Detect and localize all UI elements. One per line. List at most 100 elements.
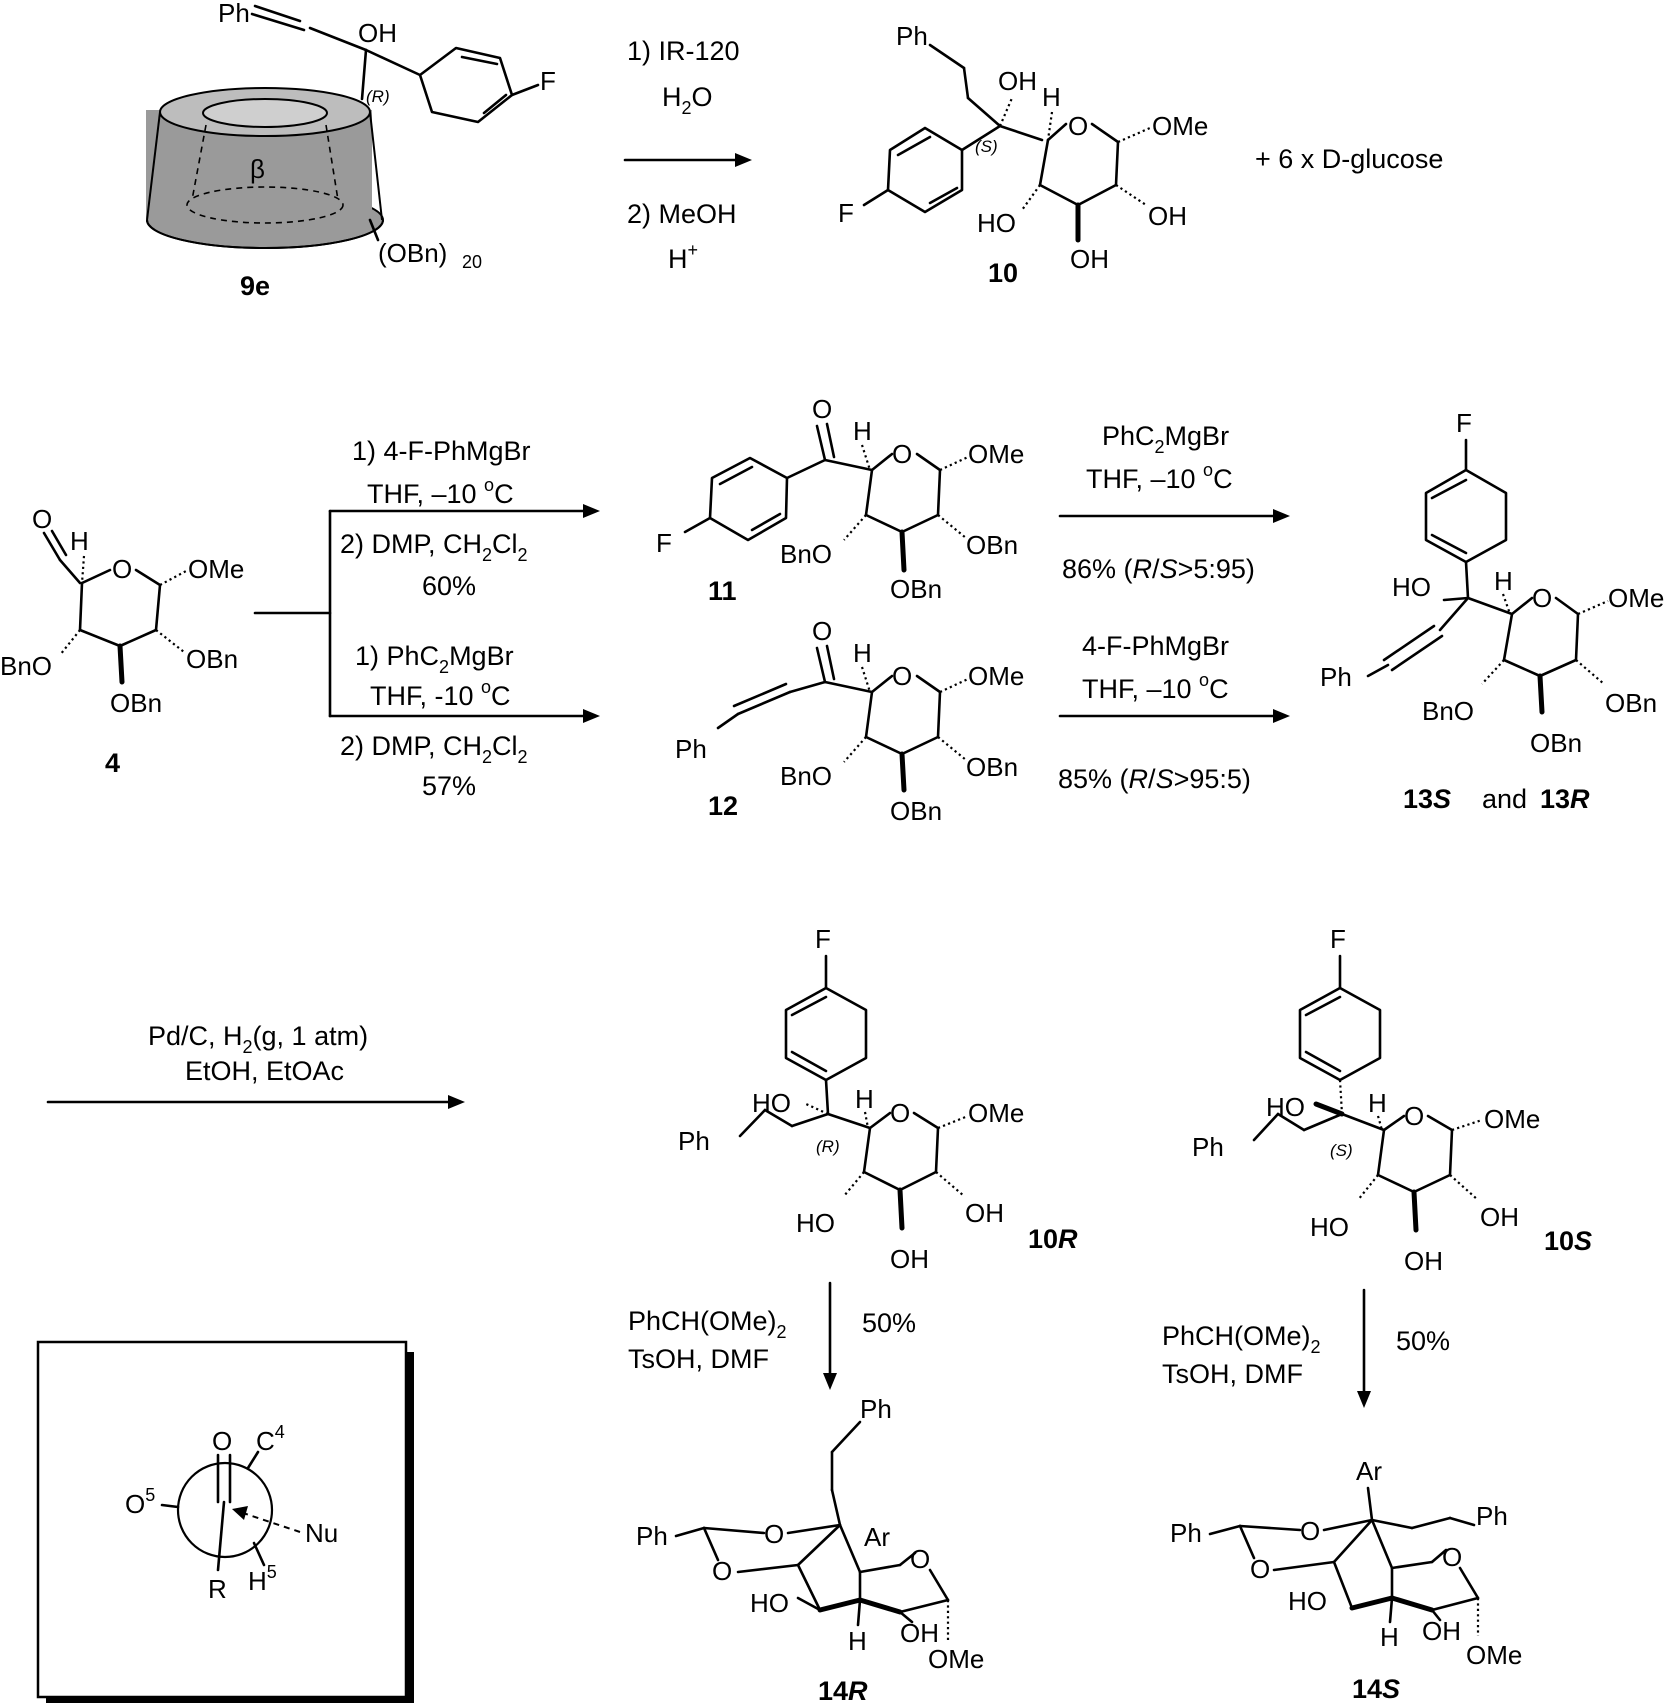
svg-text:OBn: OBn	[966, 530, 1018, 560]
svg-text:H: H	[855, 1084, 874, 1114]
svg-text:and: and	[1482, 784, 1527, 814]
svg-text:H: H	[1042, 82, 1061, 112]
svg-text:OH: OH	[358, 18, 397, 48]
svg-text:OH: OH	[965, 1198, 1004, 1228]
svg-text:O: O	[890, 1098, 910, 1128]
compound-10R: F HO (R) Ph H O OMe HO OH OH 10R	[678, 924, 1078, 1274]
svg-text:O: O	[910, 1544, 930, 1574]
svg-text:PhCH(OMe)2: PhCH(OMe)2	[1162, 1321, 1321, 1357]
compound-4: O H O OMe BnO OBn OBn 4	[0, 504, 244, 778]
svg-text:O: O	[1532, 583, 1552, 613]
svg-text:OH: OH	[998, 66, 1037, 96]
svg-text:OBn: OBn	[186, 644, 238, 674]
svg-text:50%: 50%	[1396, 1326, 1450, 1356]
svg-text:HO: HO	[977, 208, 1016, 238]
svg-text:BnO: BnO	[780, 761, 832, 791]
svg-text:10S: 10S	[1544, 1226, 1592, 1256]
svg-text:H2O: H2O	[662, 82, 713, 118]
svg-text:(OBn): (OBn)	[378, 238, 447, 268]
svg-text:60%: 60%	[422, 571, 476, 601]
svg-text:O: O	[812, 394, 832, 424]
svg-text:2) MeOH: 2) MeOH	[627, 199, 737, 229]
svg-text:4-F-PhMgBr: 4-F-PhMgBr	[1082, 631, 1229, 661]
svg-text:OBn: OBn	[1530, 728, 1582, 758]
svg-text:OMe: OMe	[188, 554, 244, 584]
svg-text:1) IR-120: 1) IR-120	[627, 36, 740, 66]
svg-text:HO: HO	[1288, 1586, 1327, 1616]
svg-text:Ar: Ar	[864, 1522, 890, 1552]
svg-text:OBn: OBn	[110, 688, 162, 718]
svg-text:OMe: OMe	[1484, 1104, 1540, 1134]
svg-text:(S): (S)	[975, 137, 998, 156]
svg-text:OH: OH	[890, 1244, 929, 1274]
compound-label-12: 12	[708, 791, 738, 821]
svg-text:Ph: Ph	[1476, 1501, 1508, 1531]
svg-text:OBn: OBn	[890, 574, 942, 604]
svg-text:THF, –10 oC: THF, –10 oC	[367, 475, 514, 509]
svg-text:H: H	[853, 638, 872, 668]
svg-text:EtOH, EtOAc: EtOH, EtOAc	[185, 1056, 344, 1086]
compound-9e: β Ph OH (R) F (OBn) 20 9e	[146, 0, 556, 301]
svg-text:Pd/C, H2(g, 1 atm): Pd/C, H2(g, 1 atm)	[148, 1021, 368, 1057]
svg-text:BnO: BnO	[0, 651, 52, 681]
svg-text:THF, -10 oC: THF, -10 oC	[370, 677, 511, 711]
svg-text:(R): (R)	[816, 1137, 840, 1156]
svg-text:2) DMP, CH2Cl2: 2) DMP, CH2Cl2	[340, 529, 528, 565]
svg-text:OMe: OMe	[968, 439, 1024, 469]
svg-text:OMe: OMe	[968, 661, 1024, 691]
svg-text:O: O	[892, 661, 912, 691]
svg-text:OMe: OMe	[1466, 1640, 1522, 1670]
svg-text:H: H	[1368, 1088, 1387, 1118]
svg-text:O: O	[1404, 1101, 1424, 1131]
svg-text:Ph: Ph	[678, 1126, 710, 1156]
svg-text:14R: 14R	[818, 1676, 868, 1703]
svg-text:O: O	[1300, 1516, 1320, 1546]
svg-text:H: H	[1494, 566, 1513, 596]
svg-text:HO: HO	[1392, 572, 1431, 602]
svg-text:Ph: Ph	[218, 0, 250, 28]
svg-text:O: O	[892, 439, 912, 469]
acetalization-arrow-R: PhCH(OMe)2 TsOH, DMF 50%	[628, 1281, 916, 1390]
svg-text:H: H	[70, 526, 89, 556]
svg-text:O5: O5	[125, 1485, 155, 1519]
svg-text:H5: H5	[248, 1562, 277, 1596]
svg-text:O: O	[32, 504, 52, 534]
compound-label-4: 4	[105, 748, 120, 778]
svg-text:THF, –10 oC: THF, –10 oC	[1086, 460, 1233, 494]
svg-text:HO: HO	[796, 1208, 835, 1238]
compound-label-11: 11	[708, 576, 737, 606]
reaction-arrow-1: 1) IR-120 H2O 2) MeOH H+	[623, 36, 752, 274]
svg-text:TsOH, DMF: TsOH, DMF	[628, 1344, 769, 1374]
svg-text:OMe: OMe	[1608, 583, 1664, 613]
svg-text:OH: OH	[1070, 244, 1109, 274]
conditions-upper-right: PhC2MgBr THF, –10 oC 86% (R/S>5:95)	[1058, 421, 1290, 584]
svg-text:TsOH, DMF: TsOH, DMF	[1162, 1359, 1303, 1389]
svg-text:HO: HO	[1310, 1212, 1349, 1242]
svg-text:Ph: Ph	[1192, 1132, 1224, 1162]
svg-text:H: H	[853, 416, 872, 446]
svg-text:F: F	[838, 198, 854, 228]
svg-text:O: O	[1250, 1554, 1270, 1584]
svg-text:20: 20	[462, 252, 482, 272]
svg-text:OBn: OBn	[890, 796, 942, 826]
svg-text:1) 4-F-PhMgBr: 1) 4-F-PhMgBr	[352, 436, 531, 466]
branched-arrows	[253, 504, 600, 723]
svg-text:13S: 13S	[1403, 784, 1451, 814]
conditions-upper-left: 1) 4-F-PhMgBr THF, –10 oC 2) DMP, CH2Cl2…	[340, 436, 531, 601]
svg-text:Ph: Ph	[1170, 1518, 1202, 1548]
svg-text:86% (R/S>5:95): 86% (R/S>5:95)	[1062, 554, 1255, 584]
svg-text:BnO: BnO	[780, 539, 832, 569]
svg-text:OMe: OMe	[928, 1644, 984, 1674]
compound-10S: F HO (S) Ph H O OMe HO OH OH 10S	[1192, 924, 1592, 1276]
svg-text:Ph: Ph	[1320, 662, 1352, 692]
svg-text:O: O	[112, 554, 132, 584]
svg-text:13R: 13R	[1540, 784, 1590, 814]
compound-14R: Ph Ph O O Ar O HO H OH OMe 14R	[636, 1394, 984, 1703]
svg-text:O: O	[812, 616, 832, 646]
svg-text:F: F	[1456, 408, 1472, 438]
svg-text:C4: C4	[256, 1422, 285, 1456]
beta-label: β	[250, 154, 265, 184]
svg-text:O: O	[1442, 1542, 1462, 1572]
svg-text:H: H	[1380, 1622, 1399, 1652]
